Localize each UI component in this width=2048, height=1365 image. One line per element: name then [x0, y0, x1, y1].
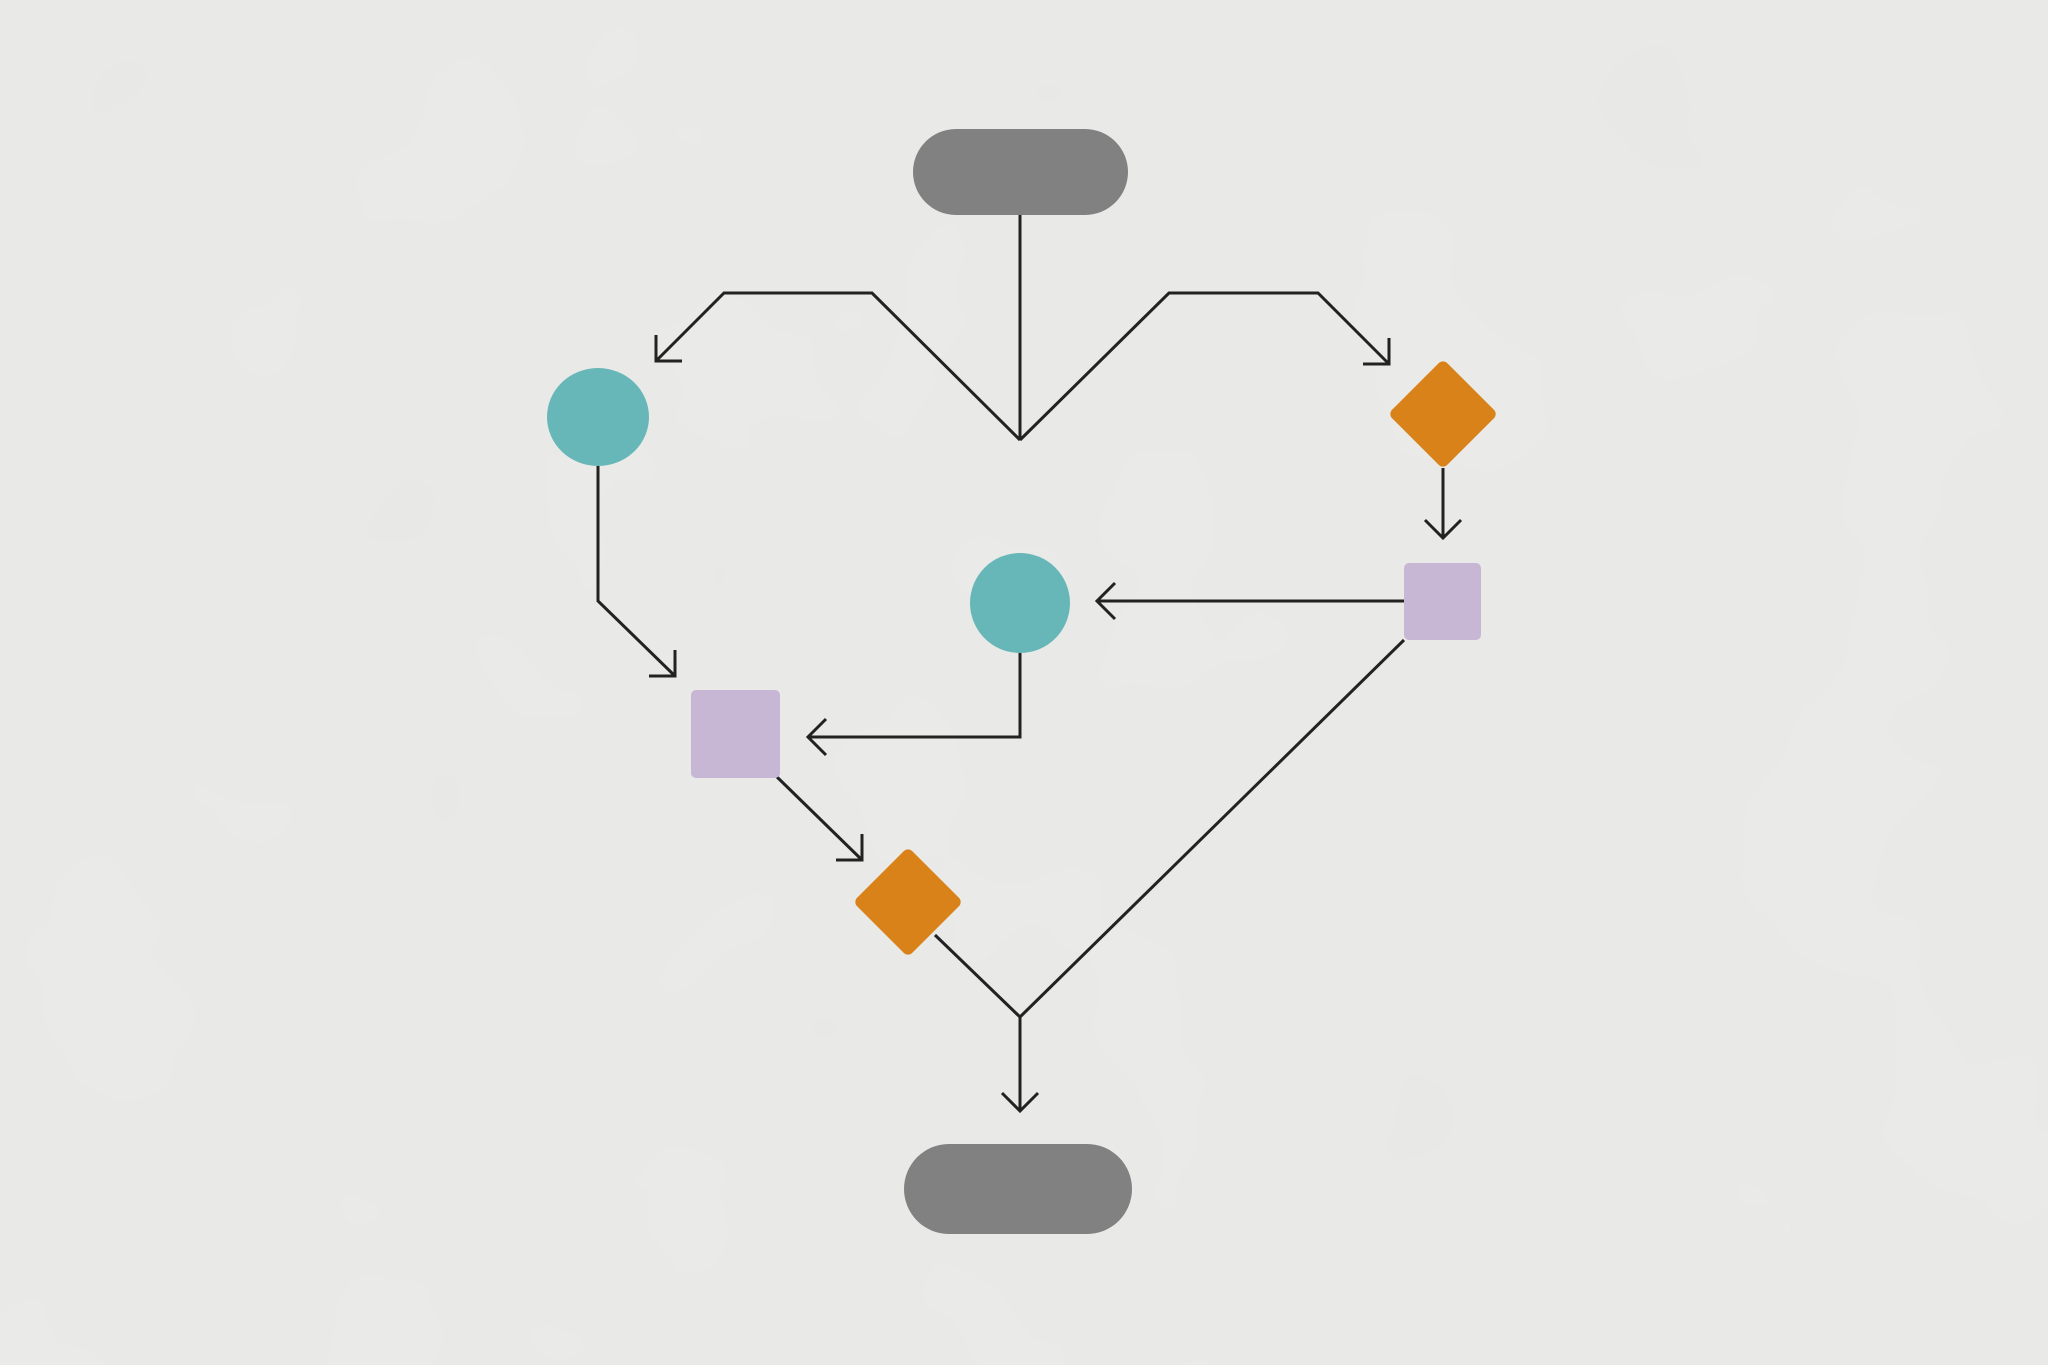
process-right-node [1404, 563, 1481, 640]
edge-process-left-to-decision-bottom [775, 775, 864, 862]
arrowhead-icon [1363, 338, 1391, 366]
arrowhead-icon [1000, 1091, 1040, 1114]
arrowhead-icon [649, 650, 677, 678]
arrowhead-icon [1094, 581, 1117, 621]
edge-decision-bottom-to-merge [933, 933, 1022, 1019]
arrowhead-icon [836, 834, 864, 862]
connectors [596, 214, 1463, 1114]
edge-process-right-to-merge [1018, 638, 1406, 1019]
edge-circle-center-to-process-left [808, 653, 1022, 739]
decision-bottom-node [855, 849, 961, 955]
edge-start-to-circle-left [654, 291, 1022, 442]
process-left-node [691, 690, 780, 778]
arrowhead-icon [805, 717, 828, 757]
end-terminal [904, 1144, 1132, 1234]
arrowhead-icon [654, 335, 682, 363]
decision-right-node [1390, 361, 1496, 467]
circle-center-node [970, 553, 1070, 653]
edge-circle-left-to-process-left [596, 465, 677, 678]
arrowhead-icon [1423, 518, 1463, 541]
edge-start-to-decision-right [1018, 291, 1391, 442]
circle-left-node [547, 368, 649, 466]
start-terminal [913, 129, 1128, 215]
